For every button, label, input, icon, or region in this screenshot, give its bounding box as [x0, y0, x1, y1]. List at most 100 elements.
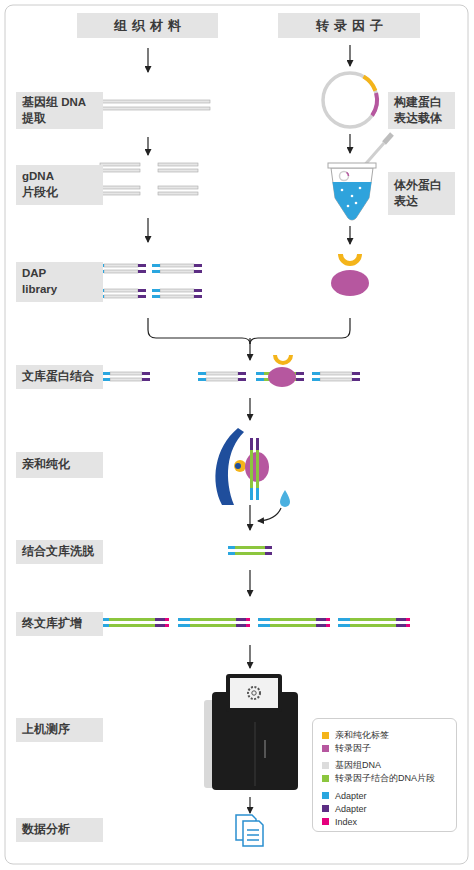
- dna-fragment: [100, 163, 140, 172]
- final-fragment: [258, 618, 330, 627]
- affinity-tag: [338, 254, 362, 266]
- node-text: 组织材料: [114, 17, 186, 35]
- adapter-end: [256, 488, 259, 500]
- tube-rim: [328, 163, 376, 168]
- step-label: DAP library: [16, 262, 103, 302]
- legend-swatch: [322, 805, 329, 812]
- tf-protein: [268, 367, 296, 387]
- legend-text: 转录因子结合的DNA片段: [335, 772, 435, 785]
- node-text: 上机测序: [22, 722, 70, 738]
- mini-plasmid: [340, 172, 349, 181]
- step-label: 上机测序: [16, 718, 103, 742]
- bound-dna: [250, 450, 253, 488]
- node-text: 终文库扩增: [22, 616, 82, 632]
- gear-icon: [248, 687, 260, 699]
- node-text: 数据分析: [22, 822, 70, 838]
- mini-plasmid-gene: [347, 172, 349, 176]
- sequencer: [204, 674, 298, 790]
- step-label: 构建蛋白 表达载体: [388, 92, 455, 129]
- flow-arrow: [249, 645, 250, 668]
- node-text: 构建蛋白 表达载体: [394, 95, 449, 126]
- plasmid: [323, 73, 377, 127]
- tag-gene: [364, 77, 376, 91]
- legend-swatch: [322, 818, 329, 825]
- legend-text: 基因组DNA: [335, 759, 381, 772]
- legend-swatch: [322, 775, 329, 782]
- genomic-dna: [88, 100, 210, 110]
- node-text: 亲和纯化: [22, 457, 70, 473]
- flow-arrow: [349, 134, 350, 153]
- eluted-fragment: [228, 546, 272, 555]
- library-fragment: [102, 372, 150, 381]
- dna-fragment: [158, 186, 198, 195]
- node-text: 体外蛋白 表达: [394, 178, 449, 209]
- node-text: 转录因子: [316, 17, 388, 35]
- library-fragment: [152, 264, 202, 273]
- dna-strand: [88, 107, 210, 110]
- legend-entry: Adapter: [322, 802, 448, 815]
- column-header: 转录因子: [278, 13, 420, 38]
- merge-bracket: [148, 318, 250, 344]
- library-fragment: [96, 289, 146, 298]
- flow-arrow: [147, 218, 148, 242]
- node-text: 文库蛋白结合: [22, 369, 94, 385]
- flow-arrows: [148, 45, 350, 813]
- step-label: gDNA 片段化: [16, 165, 103, 205]
- bubble: [347, 205, 350, 208]
- tf-gene: [372, 93, 377, 116]
- legend-entry: 转录因子结合的DNA片段: [322, 772, 448, 785]
- elution-arrow: [258, 508, 281, 521]
- bubble: [351, 195, 354, 198]
- library-fragment: [96, 264, 146, 273]
- final-fragment: [97, 618, 169, 627]
- flow-arrow: [249, 398, 250, 420]
- tagged-protein: [331, 254, 369, 296]
- bubble: [359, 187, 362, 190]
- legend-text: Index: [335, 817, 357, 827]
- step-label: 体外蛋白 表达: [388, 172, 455, 215]
- adapter-end: [250, 488, 253, 500]
- affinity-tag: [234, 460, 246, 472]
- node-text: 基因组 DNA提取: [22, 95, 97, 126]
- flow-arrow: [249, 338, 250, 360]
- gear-icon: [252, 691, 256, 695]
- affinity-bead: [215, 428, 244, 505]
- file-line: [247, 829, 259, 831]
- legend-swatch: [322, 745, 329, 752]
- screen-display: [230, 678, 278, 708]
- legend-entry: 亲和纯化标签: [322, 729, 448, 742]
- final-library: [97, 618, 410, 627]
- legend-text: 亲和纯化标签: [335, 729, 389, 742]
- step-label: 文库蛋白结合: [16, 365, 103, 389]
- library-fragment: [152, 289, 202, 298]
- step-label: 数据分析: [16, 818, 103, 842]
- adapter-end: [256, 438, 259, 450]
- dna-fragment: [100, 186, 140, 195]
- legend-entry: 基因组DNA: [322, 759, 448, 772]
- data-files: [236, 815, 263, 846]
- outer-frame: [5, 5, 468, 864]
- final-fragment: [178, 618, 250, 627]
- file-line: [247, 839, 259, 841]
- step-label: 基因组 DNA提取: [16, 92, 103, 129]
- binding-row: [102, 355, 360, 387]
- expression-tube: [328, 134, 392, 220]
- sequencer-screen: [226, 674, 282, 712]
- tf-protein: [331, 270, 369, 296]
- flow-arrow: [249, 797, 250, 813]
- door-handle: [264, 740, 266, 758]
- legend-swatch: [322, 762, 329, 769]
- dna-strand: [88, 100, 210, 103]
- legend-entry: Index: [322, 815, 448, 828]
- bubble: [341, 189, 344, 192]
- file-icon: [243, 821, 263, 846]
- flow-arrow: [249, 505, 250, 530]
- legend-entry: 转录因子: [322, 742, 448, 755]
- column-header: 组织材料: [77, 13, 218, 38]
- legend-text: Adapter: [335, 804, 367, 814]
- elution-droplet: [280, 490, 290, 507]
- gdna-fragments: [100, 163, 198, 195]
- merge-bracket: [250, 318, 350, 344]
- flow-arrow: [147, 48, 148, 72]
